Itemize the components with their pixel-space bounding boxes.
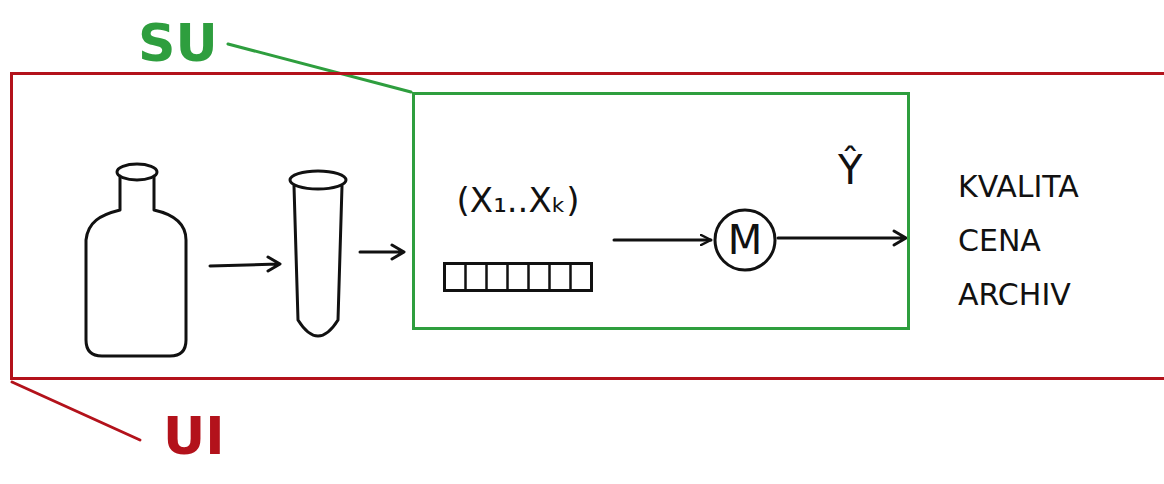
output-arrow	[778, 231, 906, 245]
flow-arrow	[210, 257, 280, 271]
output-symbol: Ŷ	[838, 148, 862, 192]
test-tube-rim	[290, 171, 346, 189]
region-name: SU	[138, 15, 218, 72]
su-region: (X₁..Xₖ)MSU	[412, 92, 910, 330]
leader-line	[228, 44, 411, 92]
test-tube-drawing	[294, 186, 342, 336]
model-circle: M	[713, 208, 777, 272]
model-name: M	[728, 218, 763, 262]
bottle-cap	[117, 164, 157, 180]
bottle-drawing	[86, 176, 186, 356]
vector-cells	[443, 262, 593, 292]
feature-vector: (X₁..Xₖ)	[428, 180, 608, 298]
flow-connector	[614, 239, 711, 242]
vector-name: (X₁..Xₖ)	[457, 182, 580, 219]
leader-line	[12, 382, 140, 440]
output-note: KVALITA CENA ARCHIV	[958, 160, 1079, 322]
flow-arrow	[360, 245, 404, 259]
region-name: UI	[163, 408, 225, 465]
